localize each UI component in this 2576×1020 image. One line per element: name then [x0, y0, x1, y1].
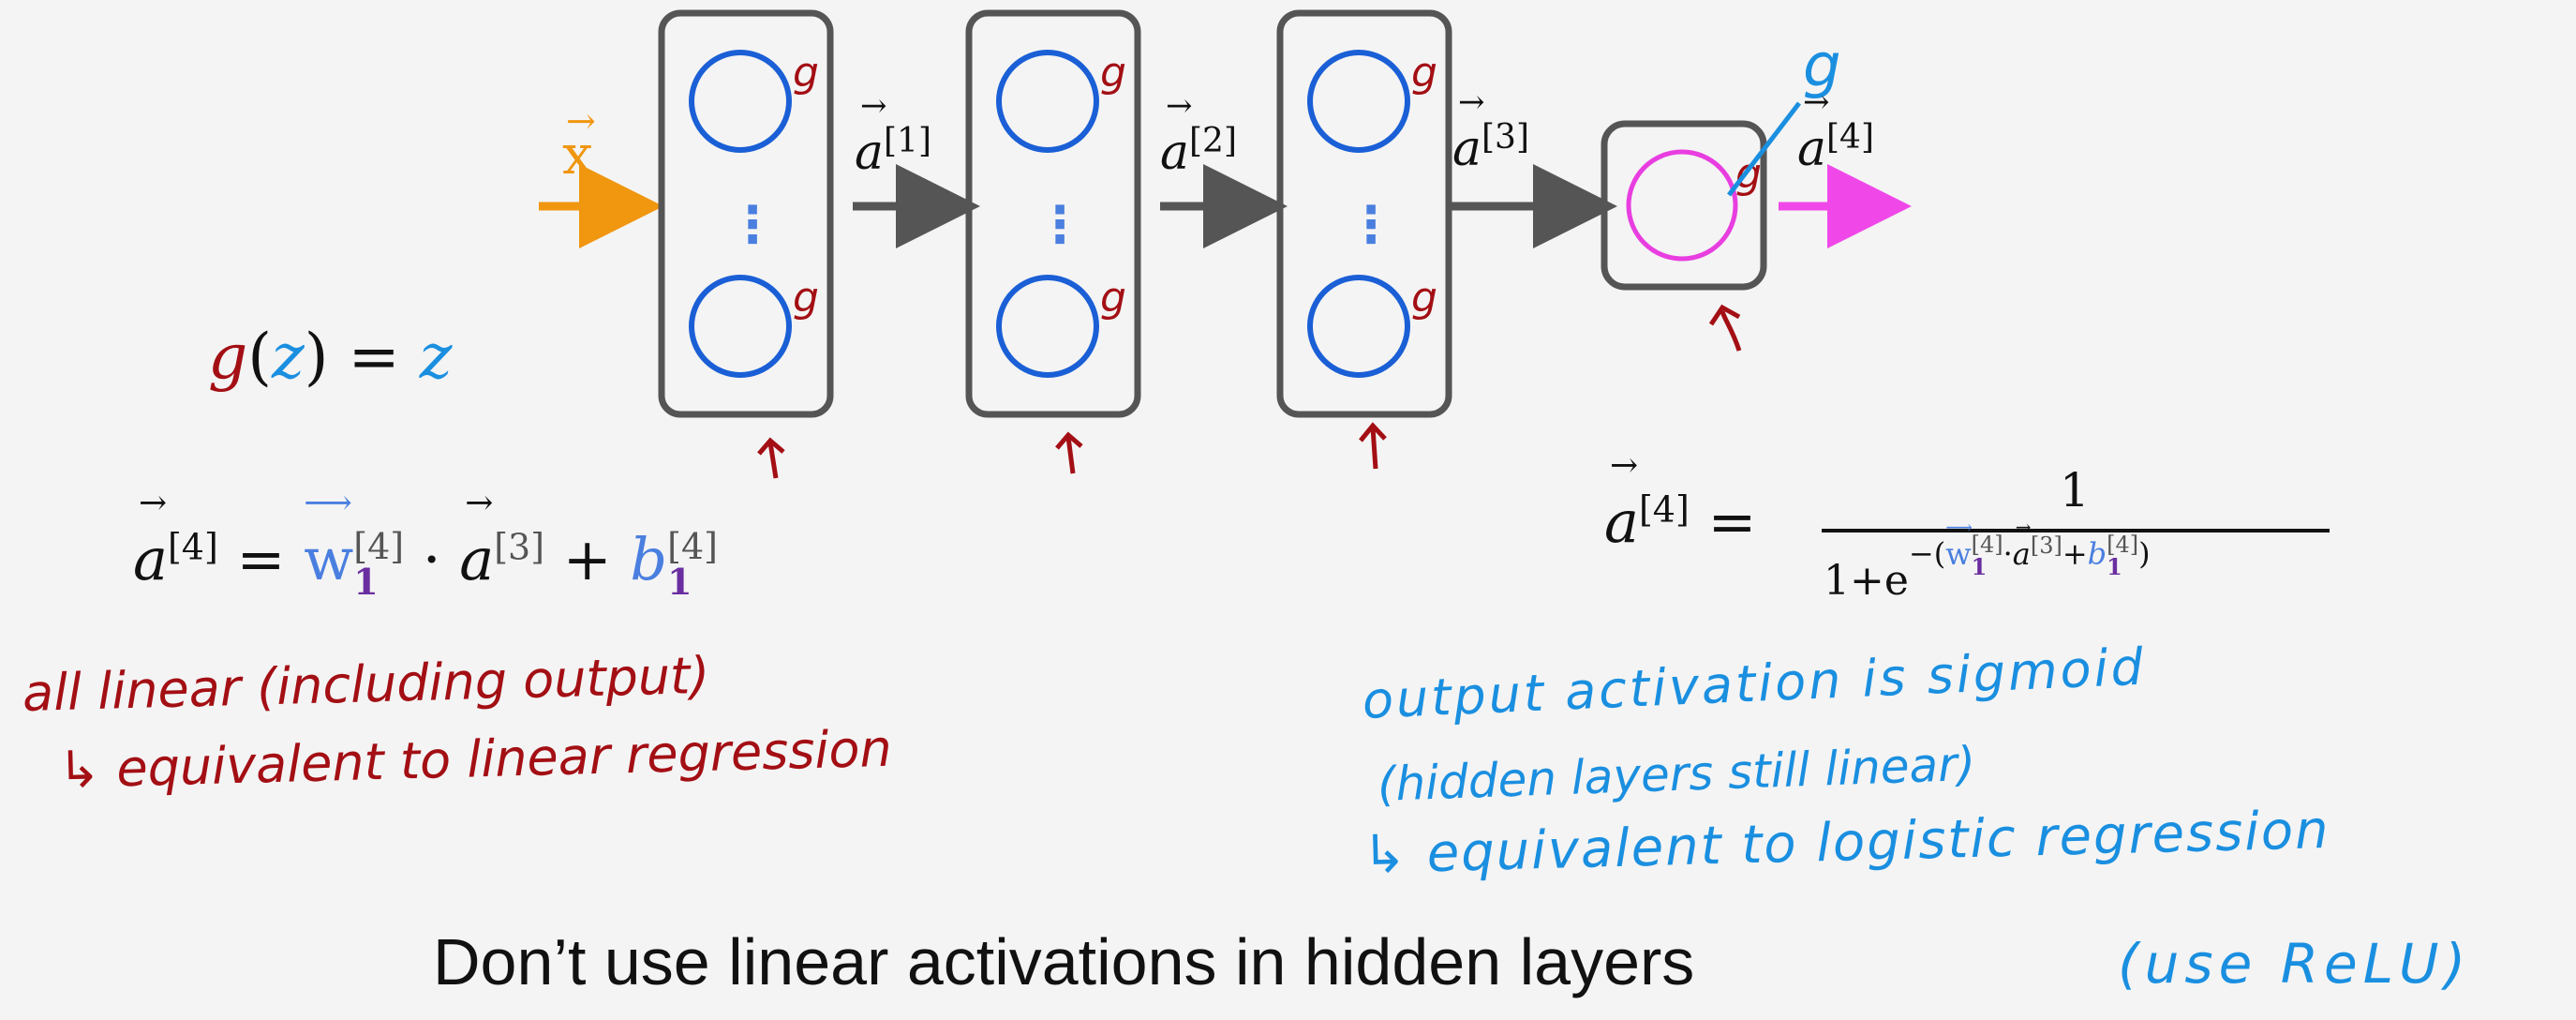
arrow-label-a3: →a[3]: [1452, 83, 1530, 178]
layer-2-ellipsis: ⋮: [1035, 197, 1085, 253]
layer-1-pointer: [757, 437, 785, 479]
output-neuron: [1626, 149, 1738, 262]
output-box: [1601, 120, 1767, 291]
layer-2-activation-bottom: g: [1100, 274, 1126, 322]
layer-3-activation-top: g: [1411, 49, 1437, 97]
sigmoid-numerator: 1: [2060, 463, 2090, 518]
layer-3-ellipsis: ⋮: [1346, 197, 1396, 253]
linear-equation: →a[4] = ⟶w[4]1 · →a[3] + b[4]1: [133, 484, 718, 603]
arrow-label-a2: →a[2]: [1160, 87, 1238, 182]
layer-3-neuron-bottom: [1307, 275, 1410, 378]
arrow-label-a4: →a[4]: [1797, 83, 1875, 178]
output-activation-slash: [1727, 101, 1801, 197]
footer-main: Don’t use linear activations in hidden l…: [433, 925, 1695, 998]
activation-definition: g(z) = z: [208, 321, 453, 393]
layer-1-neuron-top: [689, 50, 792, 153]
layer-1-activation-bottom: g: [793, 274, 819, 322]
arrow-return-icon: ↳: [1362, 823, 1409, 886]
layer-3-activation-bottom: g: [1411, 274, 1437, 322]
footer-note: (use ReLU): [2118, 932, 2472, 996]
layer-2-neuron-top: [996, 50, 1099, 153]
layer-2-activation-top: g: [1100, 49, 1126, 97]
output-activation-note: g: [1803, 32, 1841, 101]
layer-3-box: [1276, 9, 1452, 418]
layer-2-neuron-bottom: [996, 275, 1099, 378]
arrow-return-icon: ↳: [57, 739, 102, 800]
layer-2-box: [965, 9, 1141, 418]
arrow-label-a1: →a[1]: [855, 87, 932, 182]
layer-1-activation-top: g: [793, 49, 819, 97]
layer-3-pointer: [1359, 422, 1387, 470]
output-pointer: [1708, 304, 1742, 352]
layer-1-ellipsis: ⋮: [727, 197, 778, 253]
layer-2-pointer: [1055, 431, 1083, 474]
input-vector-arrow: →: [566, 100, 596, 142]
layer-1-neuron-bottom: [689, 275, 792, 378]
sigmoid-lhs: →a[4] =: [1604, 446, 1757, 556]
input-label: x: [562, 123, 593, 187]
layer-3-neuron-top: [1307, 50, 1410, 153]
sigmoid-denominator: 1+e−(⟶w[4]1·→a[3]+b[4]1): [1824, 515, 2151, 605]
layer-1-box: [658, 9, 834, 418]
